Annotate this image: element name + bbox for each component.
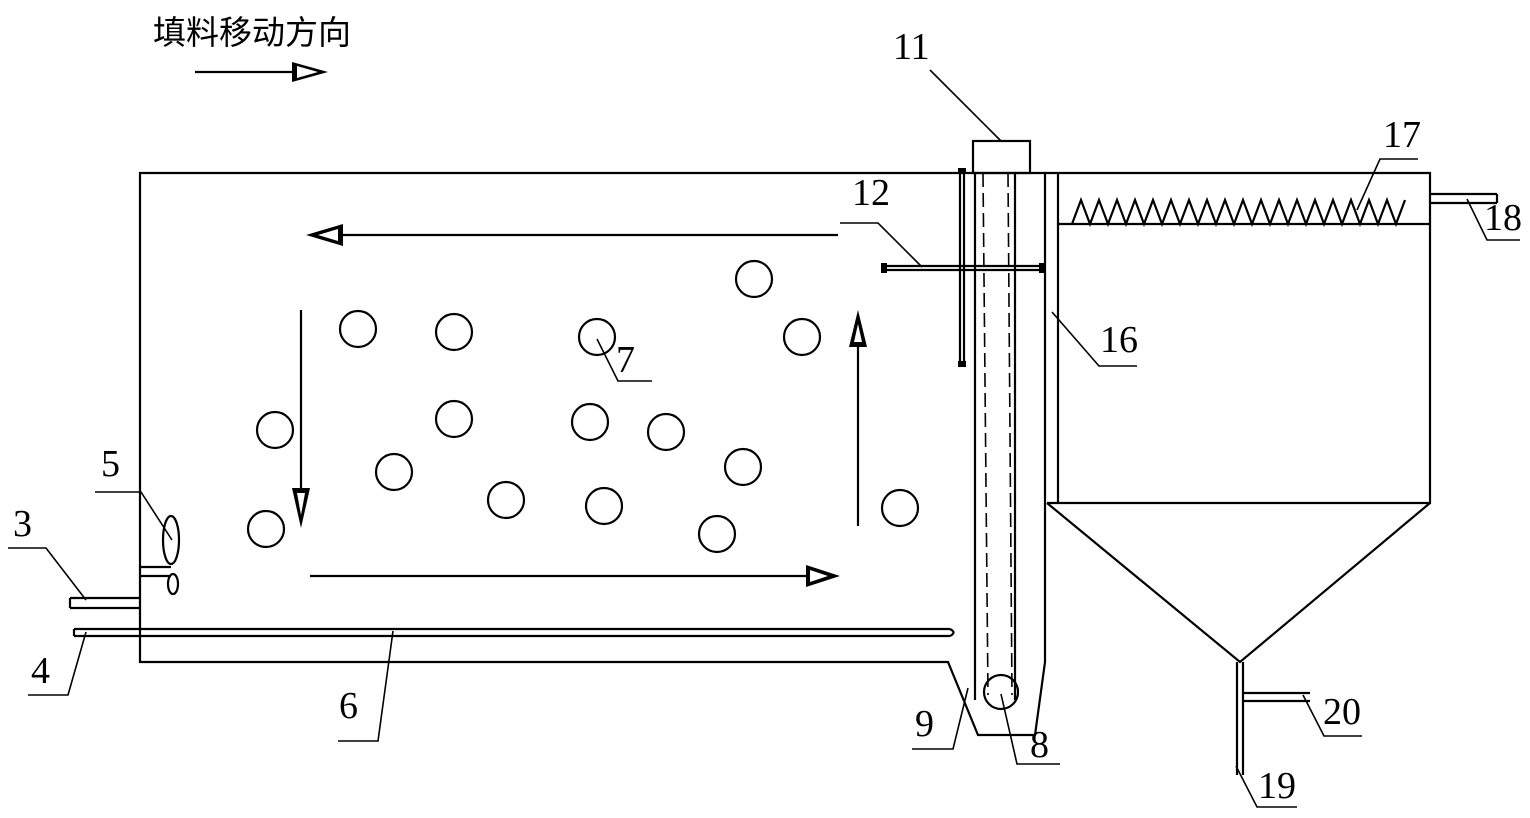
- stirring-paddle: [881, 168, 1045, 367]
- media-ball: [434, 312, 474, 352]
- label-20: 20: [1323, 691, 1361, 733]
- carrier-media: [246, 259, 920, 554]
- label-9: 9: [915, 703, 934, 745]
- leader-lines: [8, 69, 1520, 808]
- media-ball: [374, 452, 414, 492]
- media-ball: [338, 309, 378, 349]
- label-11: 11: [893, 26, 930, 68]
- settling-tank: [1045, 171, 1432, 505]
- label-7: 7: [616, 339, 635, 381]
- media-ball: [723, 447, 763, 487]
- label-3: 3: [13, 503, 32, 545]
- flow-arrow-down: [292, 310, 310, 528]
- label-5: 5: [101, 443, 120, 485]
- flow-arrow-right: [310, 565, 840, 587]
- lift-conveyor: [973, 172, 1017, 700]
- direction-arrow: [195, 62, 328, 82]
- media-ball: [697, 514, 737, 554]
- media-ball: [646, 412, 686, 452]
- reaction-tank: [138, 171, 1047, 737]
- inlet-pipe: [68, 596, 140, 610]
- media-ball: [486, 480, 526, 520]
- label-19: 19: [1258, 765, 1296, 807]
- media-ball: [570, 402, 610, 442]
- inlet-valve: [140, 514, 181, 596]
- aeration-pipe: [72, 627, 955, 638]
- outlet-pipe: [1430, 192, 1499, 205]
- media-ball: [734, 259, 774, 299]
- direction-caption: 填料移动方向: [153, 13, 351, 52]
- label-17: 17: [1383, 114, 1421, 156]
- media-ball: [246, 509, 286, 549]
- media-ball: [577, 317, 617, 357]
- label-6: 6: [339, 685, 358, 727]
- media-ball: [782, 317, 822, 357]
- bottom-roller: [982, 673, 1020, 711]
- flow-arrow-up: [849, 310, 867, 526]
- label-8: 8: [1030, 724, 1049, 766]
- sludge-pipe: [1235, 662, 1310, 775]
- media-ball: [255, 410, 295, 450]
- label-16: 16: [1100, 319, 1138, 361]
- settling-cone: [1046, 502, 1431, 664]
- label-18: 18: [1484, 197, 1522, 239]
- media-ball: [584, 486, 624, 526]
- media-ball: [880, 488, 920, 528]
- media-ball: [434, 399, 474, 439]
- drive-box: [971, 139, 1032, 175]
- label-4: 4: [31, 650, 50, 692]
- flow-arrow-left: [306, 224, 838, 246]
- label-12: 12: [852, 172, 890, 214]
- weir-zigzag: [1070, 196, 1407, 228]
